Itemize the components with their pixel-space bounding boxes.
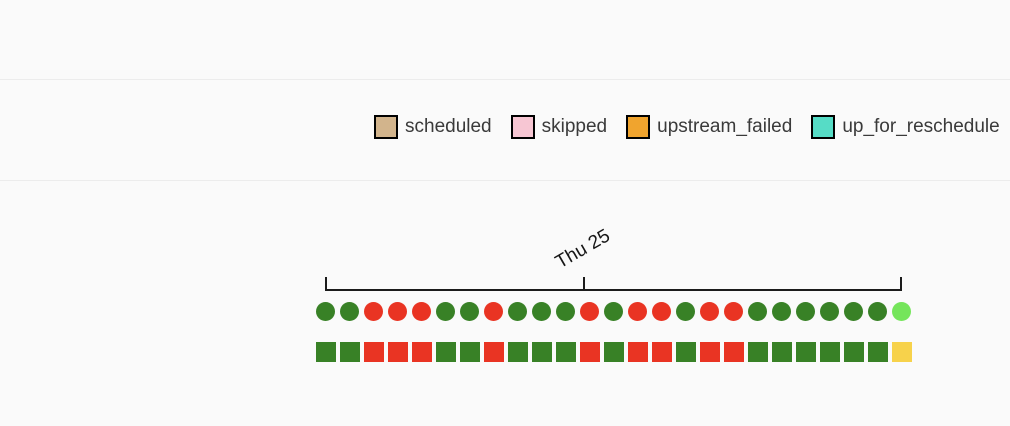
status-legend: scheduled skipped upstream_failed up_for_re…: [374, 104, 1000, 150]
dag-run-10-success[interactable]: [532, 302, 551, 321]
legend-label: scheduled: [405, 116, 492, 137]
legend-item-scheduled: scheduled: [374, 115, 492, 139]
task-instance-24-success[interactable]: [868, 342, 888, 362]
task-instance-2-success[interactable]: [340, 342, 360, 362]
dag-run-15-failed[interactable]: [652, 302, 671, 321]
legend-label: upstream_failed: [657, 116, 793, 137]
task-instance-status-row: [316, 342, 916, 362]
legend-divider: [0, 180, 1010, 181]
dag-run-13-success[interactable]: [604, 302, 623, 321]
task-instance-3-failed[interactable]: [364, 342, 384, 362]
dag-run-22-success[interactable]: [820, 302, 839, 321]
legend-item-up_for_reschedule: up_for_reschedule: [811, 115, 1000, 139]
task-instance-21-success[interactable]: [796, 342, 816, 362]
dag-run-18-failed[interactable]: [724, 302, 743, 321]
dag-run-20-success[interactable]: [772, 302, 791, 321]
task-instance-22-success[interactable]: [820, 342, 840, 362]
time-axis-tick-end: [900, 277, 902, 291]
legend-swatch-upstream_failed: [626, 115, 651, 139]
legend-item-skipped: skipped: [510, 115, 608, 139]
task-instance-16-success[interactable]: [676, 342, 696, 362]
task-instance-20-success[interactable]: [772, 342, 792, 362]
legend-label: up_for_reschedule: [842, 116, 1000, 137]
task-instance-17-failed[interactable]: [700, 342, 720, 362]
dag-run-17-failed[interactable]: [700, 302, 719, 321]
task-instance-13-success[interactable]: [604, 342, 624, 362]
dag-run-19-success[interactable]: [748, 302, 767, 321]
dag-run-21-success[interactable]: [796, 302, 815, 321]
legend-swatch-up_for_reschedule: [811, 115, 836, 139]
legend-label: skipped: [541, 116, 608, 137]
task-instance-19-success[interactable]: [748, 342, 768, 362]
time-axis-tick-thu25: [583, 277, 585, 291]
dag-run-9-success[interactable]: [508, 302, 527, 321]
time-axis-line: [325, 289, 902, 291]
task-instance-15-failed[interactable]: [652, 342, 672, 362]
dag-run-7-success[interactable]: [460, 302, 479, 321]
dag-run-24-success[interactable]: [868, 302, 887, 321]
time-axis-label: Thu 25: [552, 225, 614, 274]
dag-run-2-success[interactable]: [340, 302, 359, 321]
task-instance-11-success[interactable]: [556, 342, 576, 362]
dag-run-23-success[interactable]: [844, 302, 863, 321]
task-instance-10-success[interactable]: [532, 342, 552, 362]
task-instance-5-failed[interactable]: [412, 342, 432, 362]
task-instance-1-success[interactable]: [316, 342, 336, 362]
task-instance-4-failed[interactable]: [388, 342, 408, 362]
task-instance-7-success[interactable]: [460, 342, 480, 362]
dag-run-status-row: [316, 302, 916, 321]
legend-swatch-scheduled: [374, 115, 398, 139]
task-instance-18-failed[interactable]: [724, 342, 744, 362]
task-instance-9-success[interactable]: [508, 342, 528, 362]
dag-run-6-success[interactable]: [436, 302, 455, 321]
dag-run-12-failed[interactable]: [580, 302, 599, 321]
task-instance-23-success[interactable]: [844, 342, 864, 362]
top-divider: [0, 79, 1010, 80]
task-instance-12-failed[interactable]: [580, 342, 600, 362]
dag-run-5-failed[interactable]: [412, 302, 431, 321]
time-axis-tick-start: [325, 277, 327, 291]
task-instance-14-failed[interactable]: [628, 342, 648, 362]
dag-run-3-failed[interactable]: [364, 302, 383, 321]
dag-run-16-success[interactable]: [676, 302, 695, 321]
dag-run-14-failed[interactable]: [628, 302, 647, 321]
dag-run-8-failed[interactable]: [484, 302, 503, 321]
task-instance-25-up_for_retry[interactable]: [892, 342, 912, 362]
dag-run-11-success[interactable]: [556, 302, 575, 321]
task-instance-8-failed[interactable]: [484, 342, 504, 362]
dag-run-1-success[interactable]: [316, 302, 335, 321]
legend-item-upstream_failed: upstream_failed: [626, 115, 792, 139]
legend-swatch-skipped: [510, 115, 535, 139]
task-instance-6-success[interactable]: [436, 342, 456, 362]
dag-run-25-running[interactable]: [892, 302, 911, 321]
dag-run-4-failed[interactable]: [388, 302, 407, 321]
